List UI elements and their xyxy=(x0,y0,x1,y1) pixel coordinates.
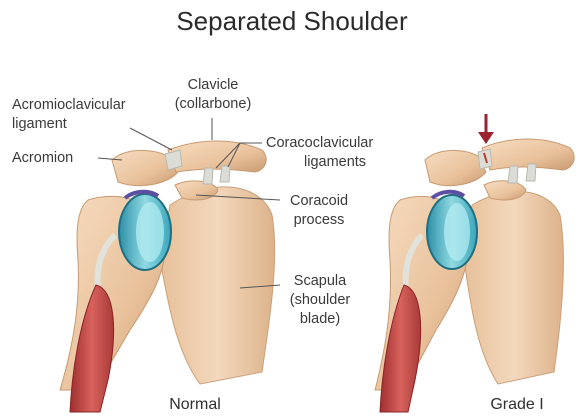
scapula-grade xyxy=(464,191,563,384)
clavicle-label: Clavicle (collarbone) xyxy=(168,76,258,114)
coracoid-label-line1: Coracoid xyxy=(284,192,354,211)
grade-one-caption: Grade I xyxy=(462,396,572,414)
acromion-grade xyxy=(425,150,486,185)
acromioclavicular-label-line2: ligament xyxy=(12,115,126,134)
clavicle-label-line1: Clavicle xyxy=(168,76,258,95)
clavicle-label-line2: (collarbone) xyxy=(168,95,258,114)
coracoid-process-label: Coracoid process xyxy=(284,192,354,230)
normal-shoulder xyxy=(60,141,275,412)
scapula-label-line2: (shoulder xyxy=(282,291,358,310)
acromion-label: Acromion xyxy=(12,149,73,168)
coracoid-label-line2: process xyxy=(284,211,354,230)
coracoid-grade xyxy=(484,181,526,200)
ac-ligament-normal xyxy=(165,150,182,170)
acromioclavicular-label-line1: Acromioclavicular xyxy=(12,96,126,115)
coracoclavicular-label-line2: ligaments xyxy=(266,153,373,172)
coracoclavicular-label-line1: Coracoclavicular xyxy=(266,134,373,153)
normal-caption: Normal xyxy=(140,396,250,414)
scapula-normal xyxy=(160,187,275,384)
scapula-label: Scapula (shoulder blade) xyxy=(282,272,358,329)
grade-one-shoulder xyxy=(375,114,574,412)
scapula-label-line3: blade) xyxy=(282,310,358,329)
scapula-label-line1: Scapula xyxy=(282,272,358,291)
acromioclavicular-ligament-label: Acromioclavicular ligament xyxy=(12,96,126,134)
downward-arrow-icon xyxy=(478,114,494,144)
coracoclavicular-ligaments-label: Coracoclavicular ligaments xyxy=(266,134,373,172)
